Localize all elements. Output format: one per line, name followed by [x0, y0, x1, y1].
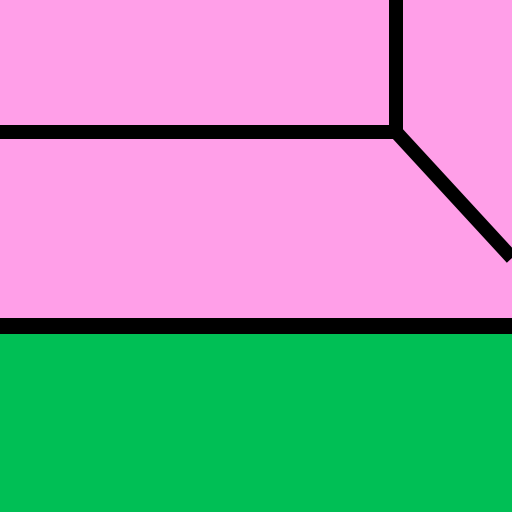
- green-region: [0, 326, 512, 512]
- pink-region: [0, 0, 512, 324]
- diagonal-outline: [390, 127, 512, 263]
